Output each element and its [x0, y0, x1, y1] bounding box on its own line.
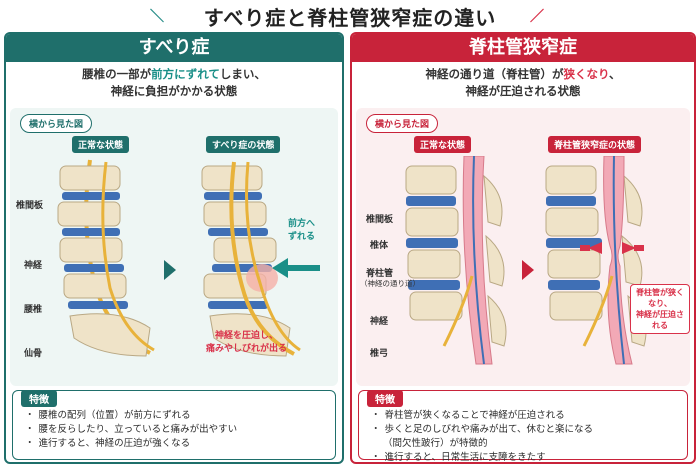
spondylolisthesis-lead: 腰椎の一部が前方にずれてしまい、 神経に負担がかかる状態: [6, 62, 342, 106]
spondylolisthesis-panel: すべり症 腰椎の一部が前方にずれてしまい、 神経に負担がかかる状態 横から見た図…: [4, 32, 344, 464]
title-deco-right: ／: [530, 9, 545, 25]
spinal-stenosis-diagram: 横から見た図 正常な状態 脊柱管狭窄症の状態 椎間板 椎: [356, 108, 690, 386]
feature-item: ・脊柱管が狭くなることで神経が圧迫される: [371, 410, 565, 421]
features-tag: 特徴: [21, 390, 57, 407]
title-text: すべり症と脊柱管狭窄症の違い: [203, 6, 497, 30]
spondylolisthesis-features: 特徴 ・腰椎の配列（位置）が前方にずれる ・腰を反らしたり、立っていると痛みが出…: [12, 390, 336, 460]
spinal-stenosis-header: 脊柱管狭窄症: [352, 34, 694, 62]
page-title: ＼ すべり症と脊柱管狭窄症の違い ／: [0, 2, 700, 30]
feature-item: ・歩くと足のしびれや痛みが出て、休むと楽になる: [371, 424, 594, 435]
normal-state-tag: 正常な状態: [72, 136, 130, 153]
shift-note-line2: ずれる: [288, 232, 316, 242]
spondylolisthesis-diagram: 横から見た図 正常な状態 すべり症の状態 椎間板 神経 腰椎 仙骨: [10, 108, 338, 386]
stenosis-canal-illustration: [545, 156, 647, 365]
features-tag: 特徴: [367, 390, 403, 407]
lead-text: 、: [609, 67, 621, 81]
spinal-stenosis-panel: 脊柱管狭窄症 神経の通り道（脊柱管）が狭くなり、 神経が圧迫される状態 横から見…: [350, 32, 696, 464]
label-sacrum: 仙骨: [24, 349, 43, 359]
title-deco-left: ＼: [150, 9, 165, 25]
normal-spine-illustration: [57, 159, 155, 357]
label-disc: 椎間板: [16, 201, 44, 211]
label-lamina: 椎弓: [370, 349, 389, 359]
normal-state-tag: 正常な状態: [414, 136, 472, 153]
progression-arrow-icon: [522, 260, 534, 280]
label-disc: 椎間板: [366, 215, 394, 225]
normal-canal-illustration: [405, 156, 507, 365]
shift-note: 前方へ ずれる: [288, 218, 315, 244]
narrowing-note-line1: 脊柱管が狭くなり、: [636, 288, 684, 308]
lead-highlight: 前方にずれて: [151, 67, 220, 81]
slipped-spine-illustration: [201, 161, 301, 357]
pressure-note-line2: 痛みやしびれが出る: [206, 344, 288, 354]
shift-note-line1: 前方へ: [288, 219, 316, 229]
side-view-tag: 横から見た図: [20, 114, 93, 133]
label-nerve: 神経: [370, 317, 389, 327]
pressure-note-line1: 神経を圧迫し、: [215, 331, 279, 341]
feature-item: ・腰椎の配列（位置）が前方にずれる: [25, 410, 191, 421]
lead-line2: 神経が圧迫される状態: [465, 84, 581, 98]
label-spinal-canal: 脊柱管: [366, 269, 394, 279]
lead-line2: 神経に負担がかかる状態: [110, 84, 238, 98]
feature-item: ・進行すると、神経の圧迫が強くなる: [25, 438, 191, 449]
condition-state-tag: すべり症の状態: [206, 136, 281, 153]
lead-text: 腰椎の一部が: [82, 67, 152, 81]
label-spinal-canal-sub: （神経の通り道）: [360, 279, 420, 288]
progression-arrow-icon: [164, 260, 176, 280]
feature-item-continued: （間欠性跛行）が特徴的: [383, 438, 488, 449]
narrowing-note-line2: 神経が圧迫される: [636, 310, 684, 330]
lead-text: 神経の通り道（脊柱管）が: [425, 67, 564, 81]
forward-shift-arrow-icon: [272, 258, 320, 278]
pressure-note: 神経を圧迫し、 痛みやしびれが出る: [206, 330, 287, 356]
feature-item: ・腰を反らしたり、立っていると痛みが出やすい: [25, 424, 238, 435]
lead-highlight: 狭くなり: [563, 67, 610, 81]
label-nerve: 神経: [24, 261, 43, 271]
label-vertebral-body: 椎体: [370, 241, 389, 251]
spondylolisthesis-header: すべり症: [6, 34, 342, 62]
spinal-stenosis-lead: 神経の通り道（脊柱管）が狭くなり、 神経が圧迫される状態: [352, 62, 694, 106]
label-lumbar: 腰椎: [24, 305, 43, 315]
spinal-stenosis-features: 特徴 ・脊柱管が狭くなることで神経が圧迫される ・歩くと足のしびれや痛みが出て、…: [358, 390, 688, 462]
lead-text: しまい、: [219, 67, 266, 81]
narrowing-note: 脊柱管が狭くなり、 神経が圧迫される: [630, 284, 690, 334]
feature-item: ・進行すると、日常生活に支障をきたす: [371, 452, 546, 463]
side-view-tag: 横から見た図: [366, 114, 439, 133]
condition-state-tag: 脊柱管狭窄症の状態: [548, 136, 642, 153]
